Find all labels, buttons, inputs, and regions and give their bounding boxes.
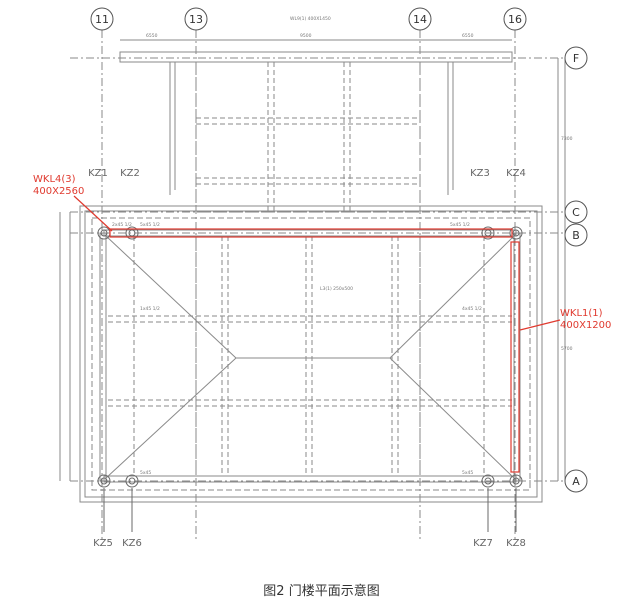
- wkl4-beam-highlight: [109, 228, 513, 238]
- wkl1-name-label: WKL1(1): [560, 308, 603, 319]
- svg-text:14: 14: [413, 13, 427, 26]
- wkl1-beam-highlight: [510, 241, 520, 473]
- svg-text:13: 13: [189, 13, 203, 26]
- svg-text:A: A: [572, 475, 580, 488]
- axis-bubble-F: F: [564, 46, 588, 70]
- axis-bubble-C: C: [564, 200, 588, 224]
- wkl4-leader: [73, 195, 113, 232]
- svg-text:C: C: [572, 206, 580, 219]
- axis-bubble-A: A: [564, 469, 588, 493]
- beam-label-mid-left: 1x45 1/2: [140, 306, 160, 312]
- beam-label-a-right: 5x45: [462, 470, 473, 476]
- beam-label-center: L3(1) 250x500: [320, 286, 353, 292]
- beam-label-b-left: 2x45 1/2: [112, 222, 132, 228]
- axis-bubble-13: 13: [184, 7, 208, 31]
- column-label-kz7: KZ7: [473, 538, 493, 549]
- dim-right-upper: 7300: [561, 136, 573, 142]
- axis-bubble-16: 16: [503, 7, 527, 31]
- column-label-kz1: KZ1: [88, 168, 108, 179]
- figure-caption: 图2 门楼平面示意图: [263, 584, 380, 599]
- svg-text:B: B: [572, 229, 580, 242]
- axis-bubble-14: 14: [408, 7, 432, 31]
- beam-label-a-left: 5x45: [140, 470, 151, 476]
- column-label-kz3: KZ3: [470, 168, 490, 179]
- svg-text:11: 11: [95, 13, 109, 26]
- column-label-kz8: KZ8: [506, 538, 526, 549]
- axis-bubble-B: B: [564, 223, 588, 247]
- wkl4-name-label: WKL4(3): [33, 174, 76, 185]
- dim-top-left: 6550: [146, 33, 158, 39]
- beam-label-b-right: 5x45 1/2: [450, 222, 470, 228]
- svg-text:16: 16: [508, 13, 522, 26]
- column-label-kz6: KZ6: [122, 538, 142, 549]
- wkl1-leader: [519, 319, 561, 331]
- dim-top-right: 6550: [462, 33, 474, 39]
- column-label-kz2: KZ2: [120, 168, 140, 179]
- beam-label-b-mid: 5x45 1/2: [140, 222, 160, 228]
- svg-text:F: F: [573, 52, 579, 65]
- wkl1-size-label: 400X1200: [560, 320, 611, 331]
- axis-bubble-11: 11: [90, 7, 114, 31]
- column-label-kz4: KZ4: [506, 168, 526, 179]
- wkl4-size-label: 400X2560: [33, 186, 84, 197]
- beam-label-mid-right: 4x45 1/2: [462, 306, 482, 312]
- column-label-kz5: KZ5: [93, 538, 113, 549]
- dim-right-lower: 5700: [561, 346, 573, 352]
- dim-top-mid: 9500: [300, 33, 312, 39]
- top-beam-label: WL9(1) 400X1450: [290, 16, 331, 22]
